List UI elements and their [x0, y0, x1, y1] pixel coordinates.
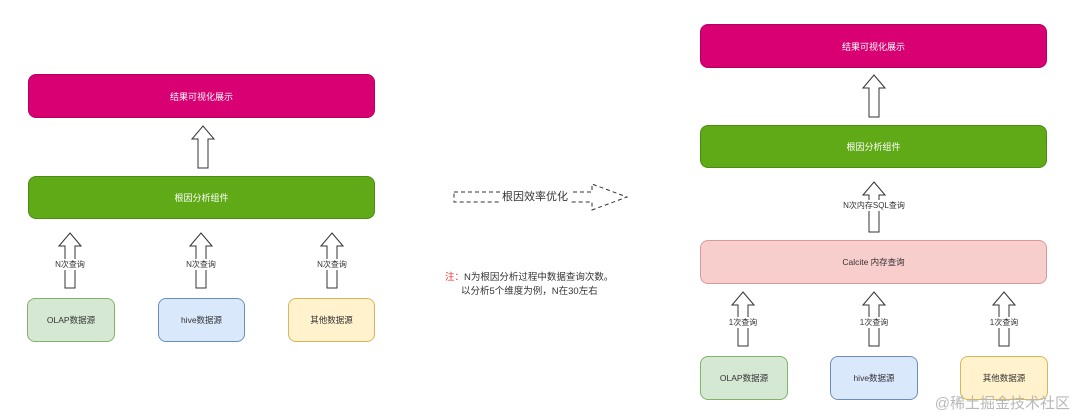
right-query-label-1: 1次查询 [727, 317, 759, 328]
note-line-1: 注：N为根因分析过程中数据查询次数。 [445, 271, 613, 285]
right-source-hive-label: hive数据源 [853, 373, 895, 383]
left-query-label-1: N次查询 [54, 259, 86, 270]
right-up-arrow-display [862, 74, 886, 118]
right-source-other-label: 其他数据源 [982, 373, 1026, 383]
watermark: @稀土掘金技术社区 [934, 395, 1070, 412]
left-query-label-3: N次查询 [316, 259, 348, 270]
left-display-label: 结果可视化展示 [169, 91, 233, 102]
left-source-other-label: 其他数据源 [310, 315, 353, 325]
right-query-label-2: 1次查询 [858, 317, 890, 328]
right-query-label-3: 1次查询 [988, 317, 1020, 328]
left-query-label-2: N次查询 [185, 259, 217, 270]
left-source-hive: hive数据源 [158, 298, 245, 342]
right-source-other: 其他数据源 [960, 356, 1048, 400]
note-line-1-text: N为根因分析过程中数据查询次数。 [464, 272, 614, 283]
optimization-label: 根因效率优化 [500, 188, 570, 204]
note-prefix: 注： [445, 272, 465, 283]
right-display-box: 结果可视化展示 [700, 24, 1047, 68]
right-source-olap: OLAP数据源 [700, 356, 788, 400]
right-component-box: 根因分析组件 [700, 125, 1047, 168]
left-display-box: 结果可视化展示 [28, 74, 375, 118]
right-calcite-box: Calcite 内存查询 [700, 240, 1047, 284]
left-source-olap-label: OLAP数据源 [46, 315, 96, 325]
right-display-label: 结果可视化展示 [841, 41, 905, 52]
note-line-2: 以分析5个维度为例，N在30左右 [461, 286, 598, 297]
note-text: 注：N为根因分析过程中数据查询次数。 以分析5个维度为例，N在30左右 [445, 271, 613, 299]
right-calcite-label: Calcite 内存查询 [842, 257, 905, 267]
left-source-hive-label: hive数据源 [180, 315, 223, 325]
right-memory-query-label: N次内存SQL查询 [842, 200, 906, 211]
right-source-olap-label: OLAP数据源 [719, 373, 769, 383]
right-component-label: 根因分析组件 [846, 142, 901, 152]
left-component-label: 根因分析组件 [174, 193, 229, 203]
right-source-hive: hive数据源 [830, 356, 918, 400]
left-up-arrow-display [191, 125, 215, 169]
left-source-other: 其他数据源 [288, 298, 375, 342]
left-source-olap: OLAP数据源 [27, 298, 115, 342]
left-component-box: 根因分析组件 [28, 176, 375, 219]
